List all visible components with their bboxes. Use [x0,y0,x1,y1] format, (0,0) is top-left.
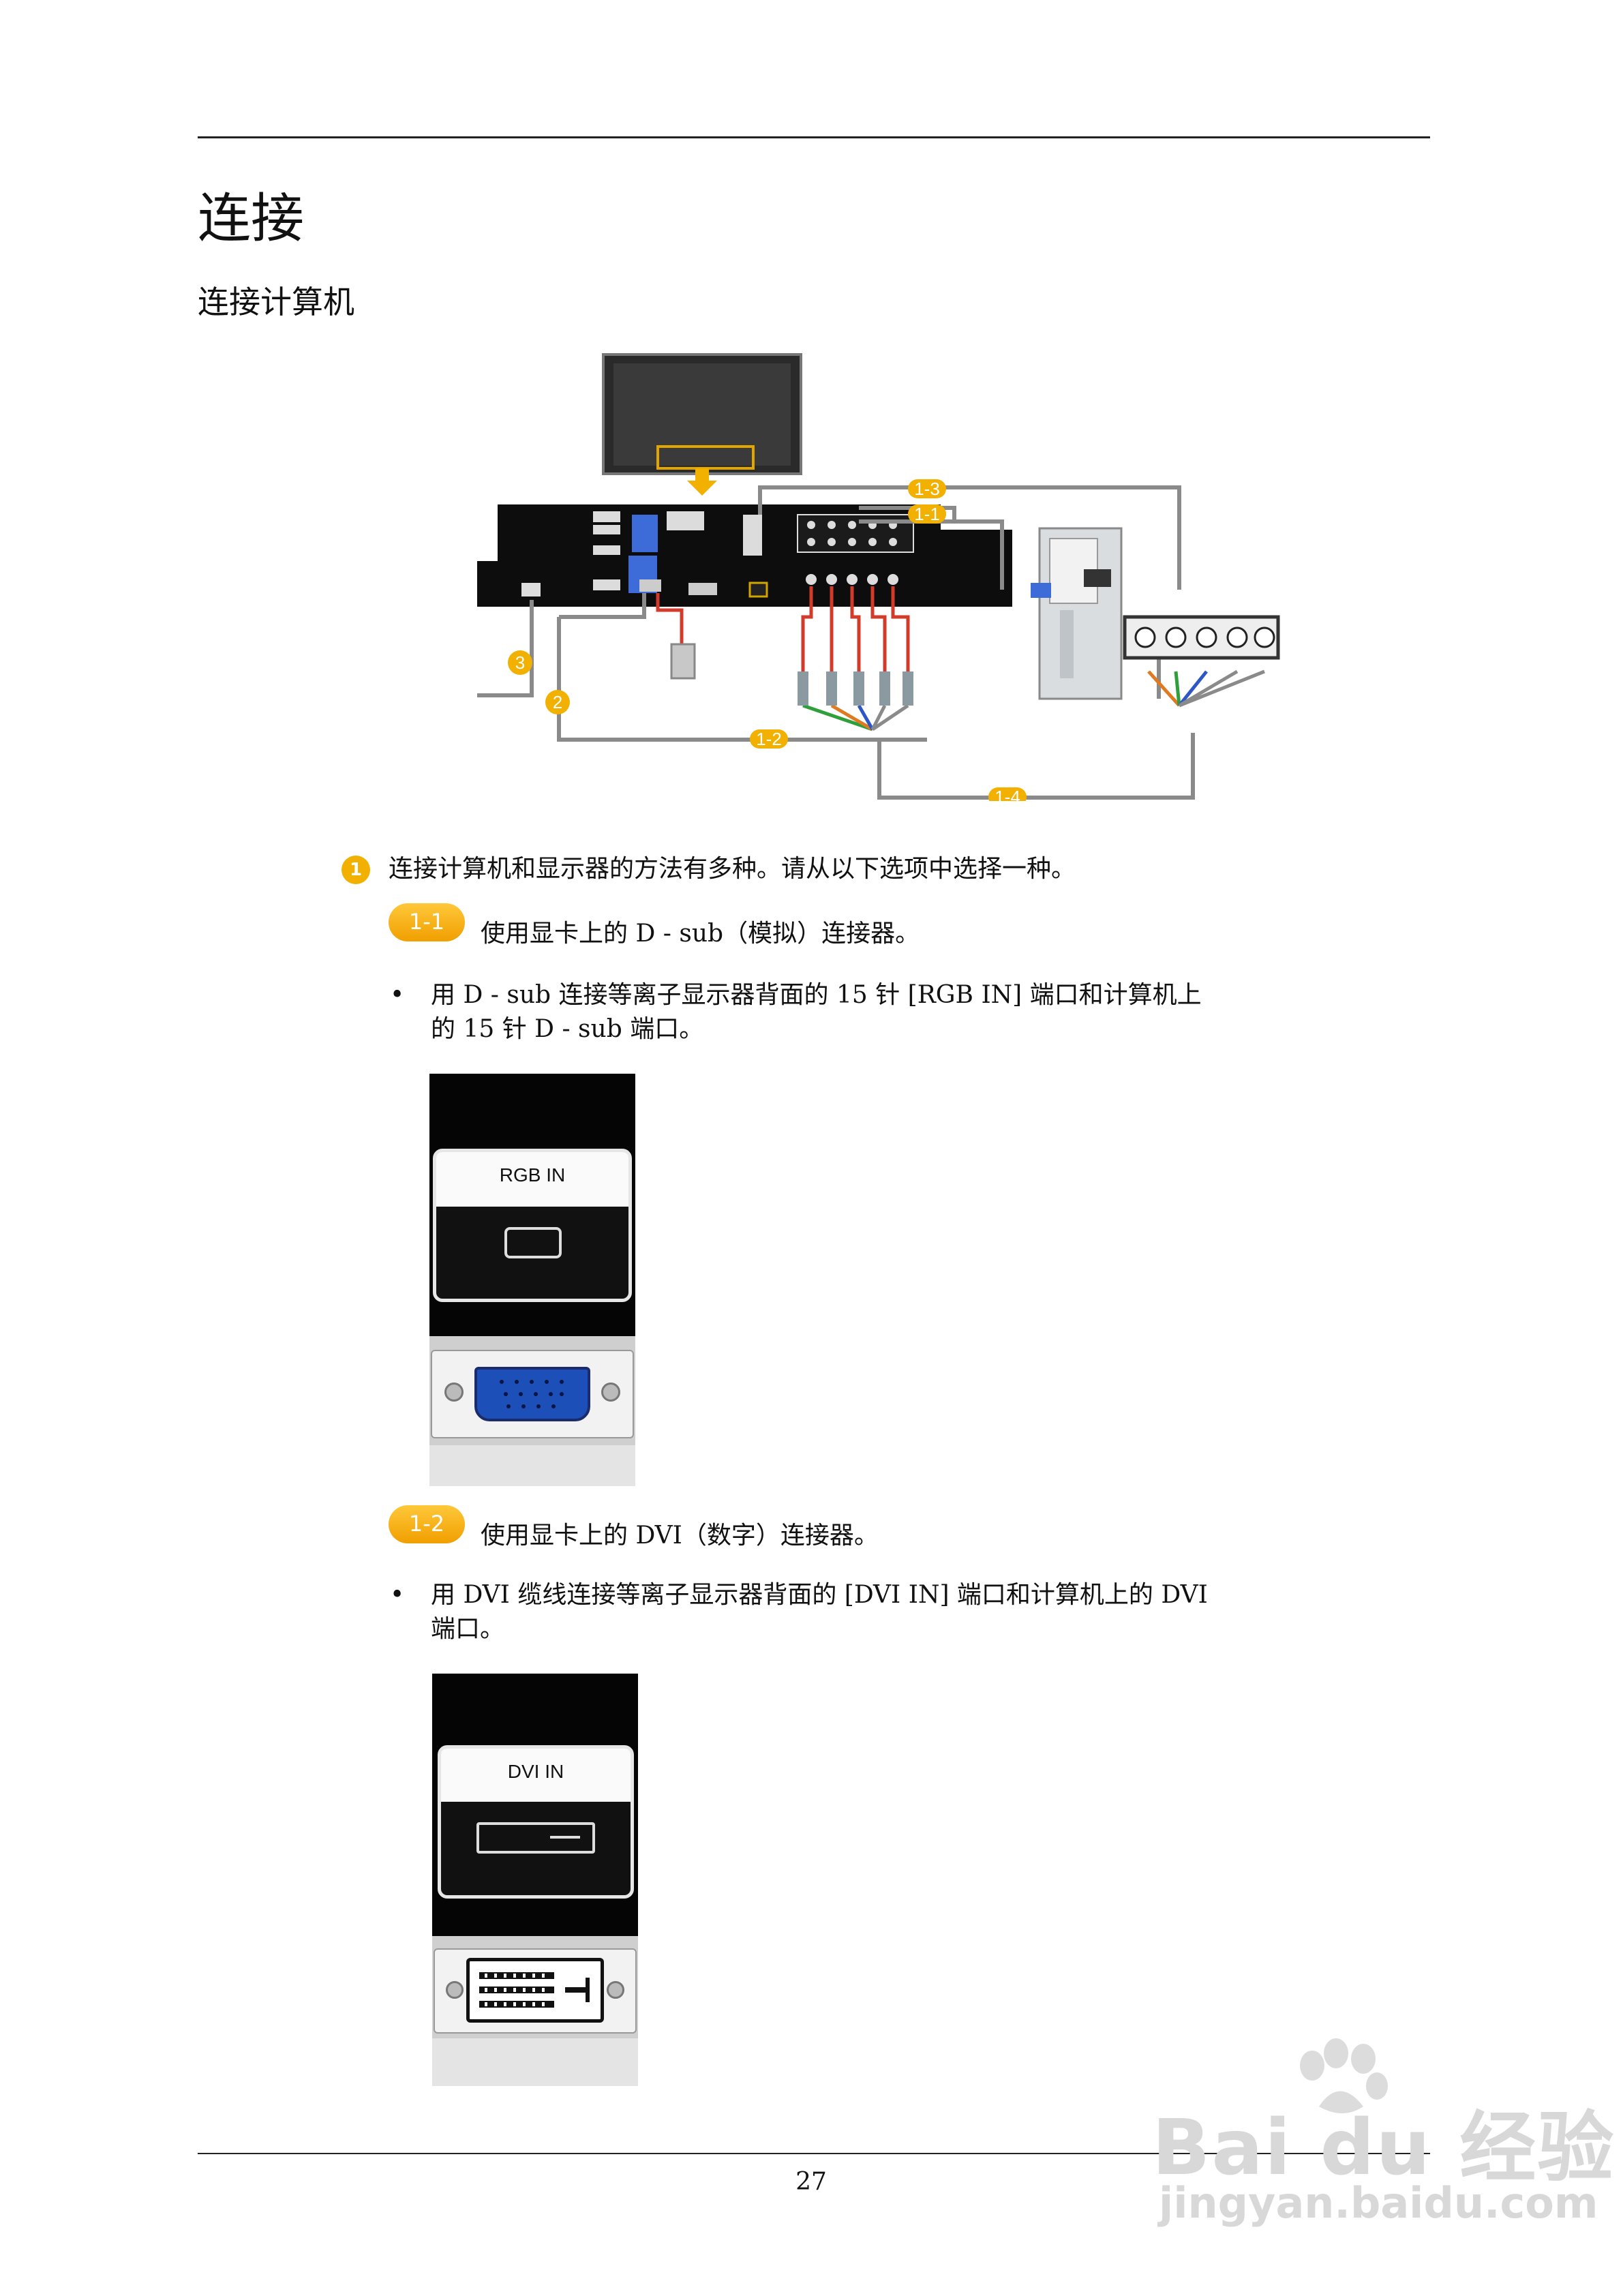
option-1-2-badge: 1-2 [389,1505,465,1543]
diagram-label-1-4: 1-4 [995,787,1020,801]
dvi-in-label: DVI IN [441,1761,631,1783]
screw-icon [444,1383,464,1402]
step-1-text: 连接计算机和显示器的方法有多种。请从以下选项中选择一种。 [389,852,1076,886]
option-1-1-badge: 1-1 [389,903,465,941]
section-title: 连接计算机 [198,286,354,318]
option-1-2-desc-line1: 用 DVI 缆线连接等离子显示器背面的 [DVI IN] 端口和计算机上的 DV… [431,1578,1208,1612]
option-1-1-title: 使用显卡上的 D - sub（模拟）连接器。 [481,917,920,951]
rgb-in-port-figure: RGB IN [429,1074,635,1486]
dvi-socket-icon [476,1822,595,1854]
bullet-icon: • [390,1578,404,1612]
page-number: 27 [784,2168,838,2196]
screw-icon [446,1981,464,1999]
option-1-2-desc-line2: 端口。 [431,1612,504,1646]
diagram-label-1-1: 1-1 [914,504,940,524]
rgb-in-label-plate: RGB IN [433,1149,632,1302]
screw-icon [607,1981,624,1999]
option-1-2-title: 使用显卡上的 DVI（数字）连接器。 [481,1519,879,1553]
dvi-in-port-figure: DVI IN [432,1674,638,2086]
page-title: 连接 [198,192,304,245]
bullet-icon: • [390,978,404,1012]
screw-icon [601,1383,620,1402]
rgb-in-label: RGB IN [436,1164,628,1186]
dvi-in-label-plate: DVI IN [438,1745,634,1899]
header-rule [198,136,1430,138]
vga-connector-icon [474,1367,590,1421]
vga-socket-icon [504,1227,562,1258]
diagram-label-3: 3 [515,652,525,673]
diagram-label-2: 2 [553,692,562,712]
dvi-connector-icon [466,1958,604,2023]
option-1-1-desc-line2: 的 15 针 D - sub 端口。 [431,1012,703,1046]
diagram-label-1-2: 1-2 [756,729,782,749]
option-1-1-desc-line1: 用 D - sub 连接等离子显示器背面的 15 针 [RGB IN] 端口和计… [431,978,1202,1012]
watermark-url: jingyan.baidu.com [1159,2178,1598,2228]
connection-diagram: 1-3 1-1 1-2 1-4 3 2 [477,351,1281,801]
step-number-badge: 1 [342,856,370,884]
diagram-label-1-3: 1-3 [914,479,940,499]
